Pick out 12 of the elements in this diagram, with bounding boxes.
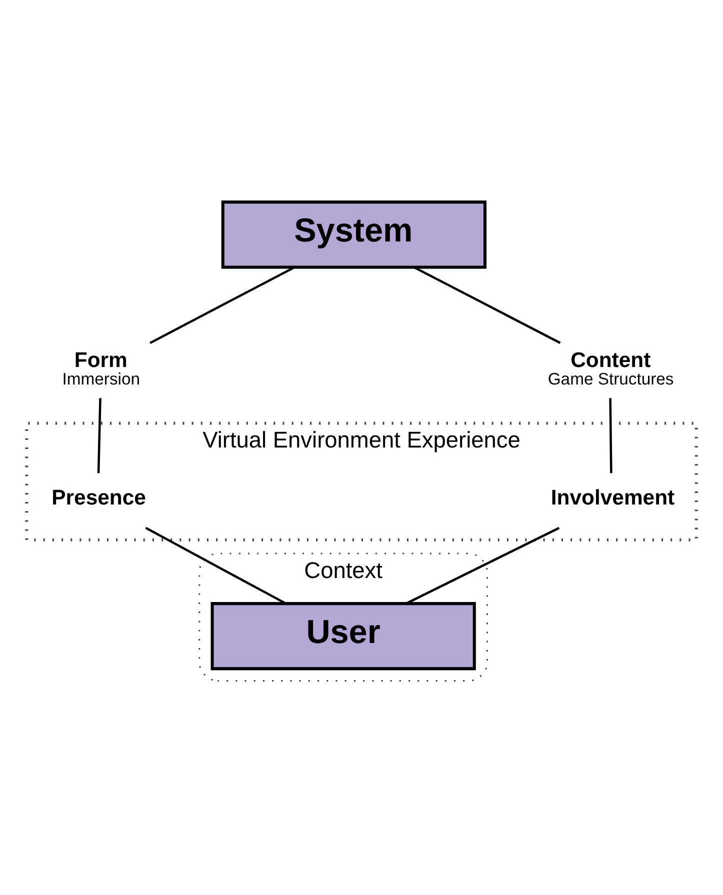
node-box: User (210, 602, 476, 670)
connector (145, 526, 286, 604)
node-text: Presence (52, 486, 146, 510)
node-box: System (221, 200, 486, 269)
connector (609, 398, 612, 474)
node-text: Form Immersion (62, 348, 140, 388)
node-text: Content Game Structures (548, 348, 674, 388)
connector (413, 266, 561, 344)
connector (150, 266, 296, 344)
connector (406, 526, 560, 604)
node-text: Involvement (550, 486, 675, 510)
connector (97, 398, 102, 474)
